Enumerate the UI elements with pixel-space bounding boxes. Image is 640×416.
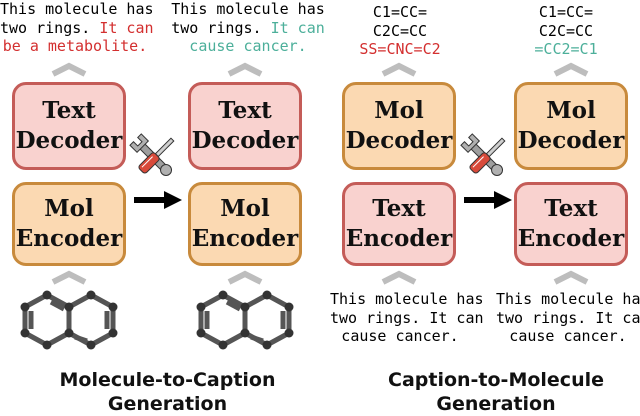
smiles-line: C2C=CC [538, 21, 594, 40]
up-chevron-icon [555, 66, 587, 74]
smiles-line: C1=CC= [538, 3, 594, 21]
caption-line: This molecule has [171, 0, 325, 18]
input-caption-before: This molecule has two rings. It can caus… [330, 290, 484, 346]
correct-caption-highlight: cause cancer. [189, 37, 307, 55]
smiles-before-text: C1=CC= C2C=CC SS=CNC=C2 [330, 3, 470, 59]
box-label: Encoder [191, 225, 299, 252]
up-chevron-icon [383, 66, 415, 74]
text-encoder-box-after: Text Encoder [514, 182, 628, 266]
box-label: Text [372, 195, 426, 222]
wrench-screwdriver-icon [129, 133, 177, 181]
box-label: Text [218, 97, 272, 124]
box-label: Text [42, 97, 96, 124]
up-chevron-icon [383, 274, 415, 282]
caption-line: This molecule has [330, 290, 484, 308]
wrong-smiles-highlight: SS=CNC=C2 [359, 40, 441, 58]
caption-line: cause cancer. [341, 327, 459, 345]
box-label: Decoder [517, 127, 625, 154]
box-label: Encoder [15, 225, 123, 252]
up-chevron-icon [53, 66, 85, 74]
caption-line: This molecule has [0, 0, 154, 18]
molecule-structure-icon [21, 291, 118, 350]
molecule-structure-icon [197, 291, 294, 350]
mol-encoder-box-before: Mol Encoder [12, 182, 126, 266]
box-label: Mol [44, 195, 94, 222]
box-label: Text [544, 195, 598, 222]
correct-caption-highlight: It can [270, 18, 325, 37]
box-label: Encoder [345, 225, 453, 252]
wrench-screwdriver-icon [460, 133, 508, 181]
caption-line: cause cancer. [509, 327, 627, 345]
title-line: Molecule-to-Caption [59, 369, 276, 391]
caption-before-text: This molecule has two rings. It can be a… [0, 0, 154, 56]
smiles-line: C2C=CC [372, 21, 428, 40]
caption-line: two rings. It can [330, 308, 484, 327]
mol-decoder-box-after: Mol Decoder [514, 82, 628, 170]
right-arrow-icon [464, 191, 512, 209]
smiles-line: C1=CC= [372, 3, 428, 21]
mol-decoder-box-before: Mol Decoder [342, 82, 456, 170]
up-chevron-icon [53, 274, 85, 282]
caption-line: This molecule has [496, 290, 640, 308]
box-label: Decoder [191, 127, 299, 154]
box-label: Decoder [15, 127, 123, 154]
wrong-caption-highlight: It can [99, 18, 154, 37]
text-decoder-box-after: Text Decoder [188, 82, 302, 170]
up-chevron-icon [555, 274, 587, 282]
caption-line: two rings. [0, 18, 91, 37]
box-label: Mol [546, 97, 596, 124]
wrong-caption-highlight: be a metabolite. [2, 37, 148, 55]
title-line: Caption-to-Molecule [388, 369, 604, 391]
mol-encoder-box-after: Mol Encoder [188, 182, 302, 266]
smiles-after-text: C1=CC= C2C=CC =CC2=C1 [506, 3, 626, 59]
input-caption-after: This molecule has two rings. It can caus… [496, 290, 640, 346]
up-chevron-icon [229, 274, 261, 282]
text-encoder-box-before: Text Encoder [342, 182, 456, 266]
box-label: Mol [220, 195, 270, 222]
caption-after-text: This molecule has two rings. It can caus… [168, 0, 328, 56]
text-decoder-box-before: Text Decoder [12, 82, 126, 170]
box-label: Mol [374, 97, 424, 124]
up-chevron-icon [229, 66, 261, 74]
caption-line: two rings. [171, 18, 262, 37]
caption-line: two rings. It can [496, 308, 640, 327]
correct-smiles-highlight: =CC2=C1 [534, 40, 598, 58]
box-label: Decoder [345, 127, 453, 154]
box-label: Encoder [517, 225, 625, 252]
right-arrow-icon [134, 191, 182, 209]
